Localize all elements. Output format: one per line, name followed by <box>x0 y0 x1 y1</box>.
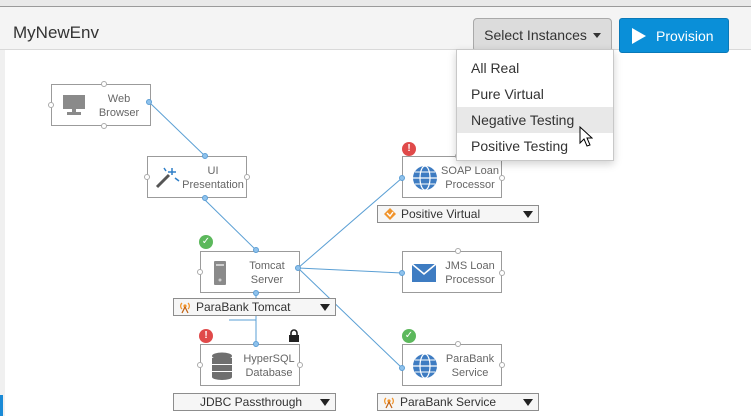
status-error-badge-soap: ! <box>402 142 416 156</box>
web-browser-line2: Browser <box>98 107 140 119</box>
port-ui-right[interactable] <box>244 174 250 180</box>
tomcat-line1: Tomcat <box>249 260 285 272</box>
parabank-dropdown-value: ParaBank Service <box>400 395 497 409</box>
hypersql-line2: Database <box>245 367 293 379</box>
soap-instance-dropdown[interactable]: Positive Virtual <box>377 205 539 223</box>
magic-wand-icon <box>155 167 180 189</box>
node-jms-loan-processor[interactable]: JMS Loan Processor <box>402 251 502 293</box>
select-instances-button[interactable]: Select Instances <box>473 18 612 52</box>
wire-browser-ui <box>148 101 206 157</box>
port-soap-left[interactable] <box>399 175 405 181</box>
soap-line2: Processor <box>445 179 495 191</box>
port-hypersql-left[interactable] <box>197 362 203 368</box>
port-ui-top[interactable] <box>202 153 208 159</box>
node-ui-presentation[interactable]: UI Presentation <box>147 156 247 198</box>
node-hypersql-database[interactable]: HyperSQL Database <box>200 344 300 386</box>
status-ok-badge-tomcat: ✓ <box>199 235 213 249</box>
soap-line1: SOAP Loan <box>441 165 499 177</box>
ui-presentation-line2: Presentation <box>182 179 244 191</box>
wire-ui-tomcat <box>204 199 257 251</box>
port-hypersql-right[interactable] <box>297 362 303 368</box>
provision-label: Provision <box>656 27 714 44</box>
menu-item-negative-testing[interactable]: Negative Testing <box>457 107 613 133</box>
hypersql-instance-dropdown[interactable]: JDBC Passthrough <box>173 393 336 411</box>
port-tomcat-left[interactable] <box>197 269 203 275</box>
port-web-left[interactable] <box>48 102 54 108</box>
dropdown-arrow-icon <box>523 210 533 218</box>
hypersql-dropdown-value: JDBC Passthrough <box>200 395 303 409</box>
select-instances-menu: All Real Pure Virtual Negative Testing P… <box>456 49 614 161</box>
port-jms-left[interactable] <box>399 270 405 276</box>
port-hypersql-top[interactable] <box>253 341 259 347</box>
jms-line2: Processor <box>445 274 495 286</box>
node-parabank-service[interactable]: ParaBank Service <box>402 344 502 386</box>
database-icon <box>212 352 232 380</box>
menu-item-positive-testing[interactable]: Positive Testing <box>471 138 569 154</box>
server-icon <box>214 261 226 285</box>
environment-canvas[interactable]: Web Browser UI Presentation ✓ <box>5 50 751 416</box>
status-ok-badge-parabank: ✓ <box>402 329 416 343</box>
status-error-badge-hypersql: ! <box>199 329 213 343</box>
wire-tomcat-soap <box>297 177 403 269</box>
web-browser-line1: Web <box>107 93 131 105</box>
node-tomcat-server[interactable]: Tomcat Server <box>200 251 300 293</box>
node-soap-loan-processor[interactable]: SOAP Loan Processor <box>402 156 502 198</box>
soap-dropdown-value: Positive Virtual <box>401 207 481 221</box>
broadcast-icon <box>384 397 394 409</box>
hypersql-line1: HyperSQL <box>243 353 295 365</box>
left-edge-indicator <box>0 395 3 416</box>
wire-tomcat-parabank <box>297 267 403 369</box>
header-bar: MyNewEnv Select Instances Provision <box>0 7 751 53</box>
tomcat-instance-dropdown[interactable]: ParaBank Tomcat <box>173 298 336 316</box>
select-instances-label: Select Instances <box>484 27 587 43</box>
parabank-line2: Service <box>451 367 489 379</box>
wire-tomcat-jms <box>297 267 403 274</box>
menu-item-pure-virtual[interactable]: Pure Virtual <box>471 86 544 102</box>
port-tomcat-top[interactable] <box>253 247 259 253</box>
ui-presentation-line1: UI <box>207 165 219 177</box>
mouse-cursor-icon <box>579 126 593 147</box>
port-parabank-left[interactable] <box>399 365 405 371</box>
tomcat-dropdown-value: ParaBank Tomcat <box>196 300 291 314</box>
port-web-right[interactable] <box>146 99 152 105</box>
caret-down-icon <box>592 32 601 38</box>
lock-icon <box>289 329 299 342</box>
port-parabank-right[interactable] <box>499 362 505 368</box>
port-ui-left[interactable] <box>144 174 150 180</box>
jms-line1: JMS Loan <box>445 260 495 272</box>
left-edge-panel <box>0 50 5 416</box>
port-soap-right[interactable] <box>499 175 505 181</box>
play-icon <box>632 27 646 44</box>
dropdown-arrow-icon <box>523 398 533 406</box>
dropdown-arrow-icon <box>320 398 330 406</box>
environment-title: MyNewEnv <box>13 23 99 42</box>
port-web-top[interactable] <box>101 81 107 87</box>
globe-icon <box>413 353 437 379</box>
monitor-icon <box>63 95 85 115</box>
provision-button[interactable]: Provision <box>619 18 729 53</box>
tomcat-line2: Server <box>250 274 284 286</box>
port-jms-top[interactable] <box>455 248 461 254</box>
port-web-bottom[interactable] <box>101 123 107 129</box>
connection-wires <box>148 101 403 369</box>
parabank-line1: ParaBank <box>445 353 495 365</box>
port-parabank-top[interactable] <box>455 341 461 347</box>
dropdown-arrow-icon <box>320 303 330 311</box>
port-jms-right[interactable] <box>499 270 505 276</box>
node-web-browser[interactable]: Web Browser <box>51 84 151 126</box>
parabank-instance-dropdown[interactable]: ParaBank Service <box>377 393 539 411</box>
port-tomcat-right[interactable] <box>295 265 301 271</box>
envelope-icon <box>411 263 437 282</box>
menu-item-all-real[interactable]: All Real <box>471 60 520 76</box>
port-tomcat-bottom[interactable] <box>253 290 259 296</box>
virtual-asset-icon <box>384 208 396 220</box>
port-ui-bottom[interactable] <box>202 195 208 201</box>
globe-icon <box>413 165 437 191</box>
broadcast-icon <box>180 302 190 314</box>
window-top-strip <box>0 0 751 7</box>
